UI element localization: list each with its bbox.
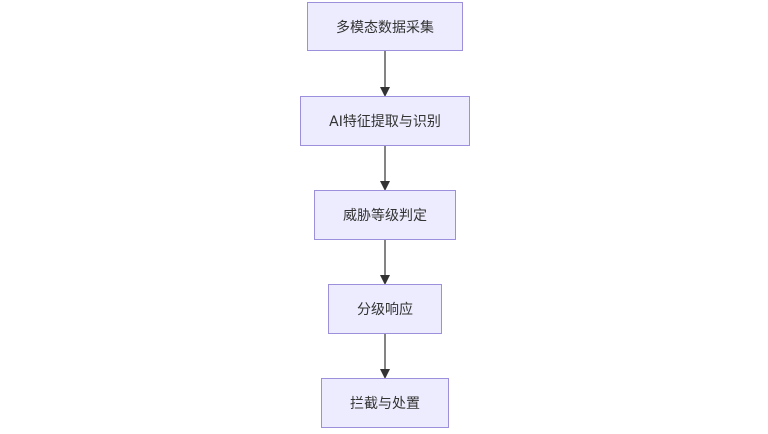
node-label: AI特征提取与识别 — [329, 114, 441, 130]
node-label: 多模态数据采集 — [336, 19, 434, 36]
node-label: 分级响应 — [357, 302, 413, 318]
node-tiered-response: 分级响应 — [328, 284, 442, 334]
node-label: 拦截与处置 — [350, 396, 420, 412]
node-threat-level: 威胁等级判定 — [314, 190, 456, 240]
node-ai-feature-extraction: AI特征提取与识别 — [300, 96, 470, 146]
node-intercept-handle: 拦截与处置 — [321, 378, 449, 428]
node-data-collection: 多模态数据采集 — [307, 2, 463, 51]
node-label: 威胁等级判定 — [343, 208, 427, 224]
